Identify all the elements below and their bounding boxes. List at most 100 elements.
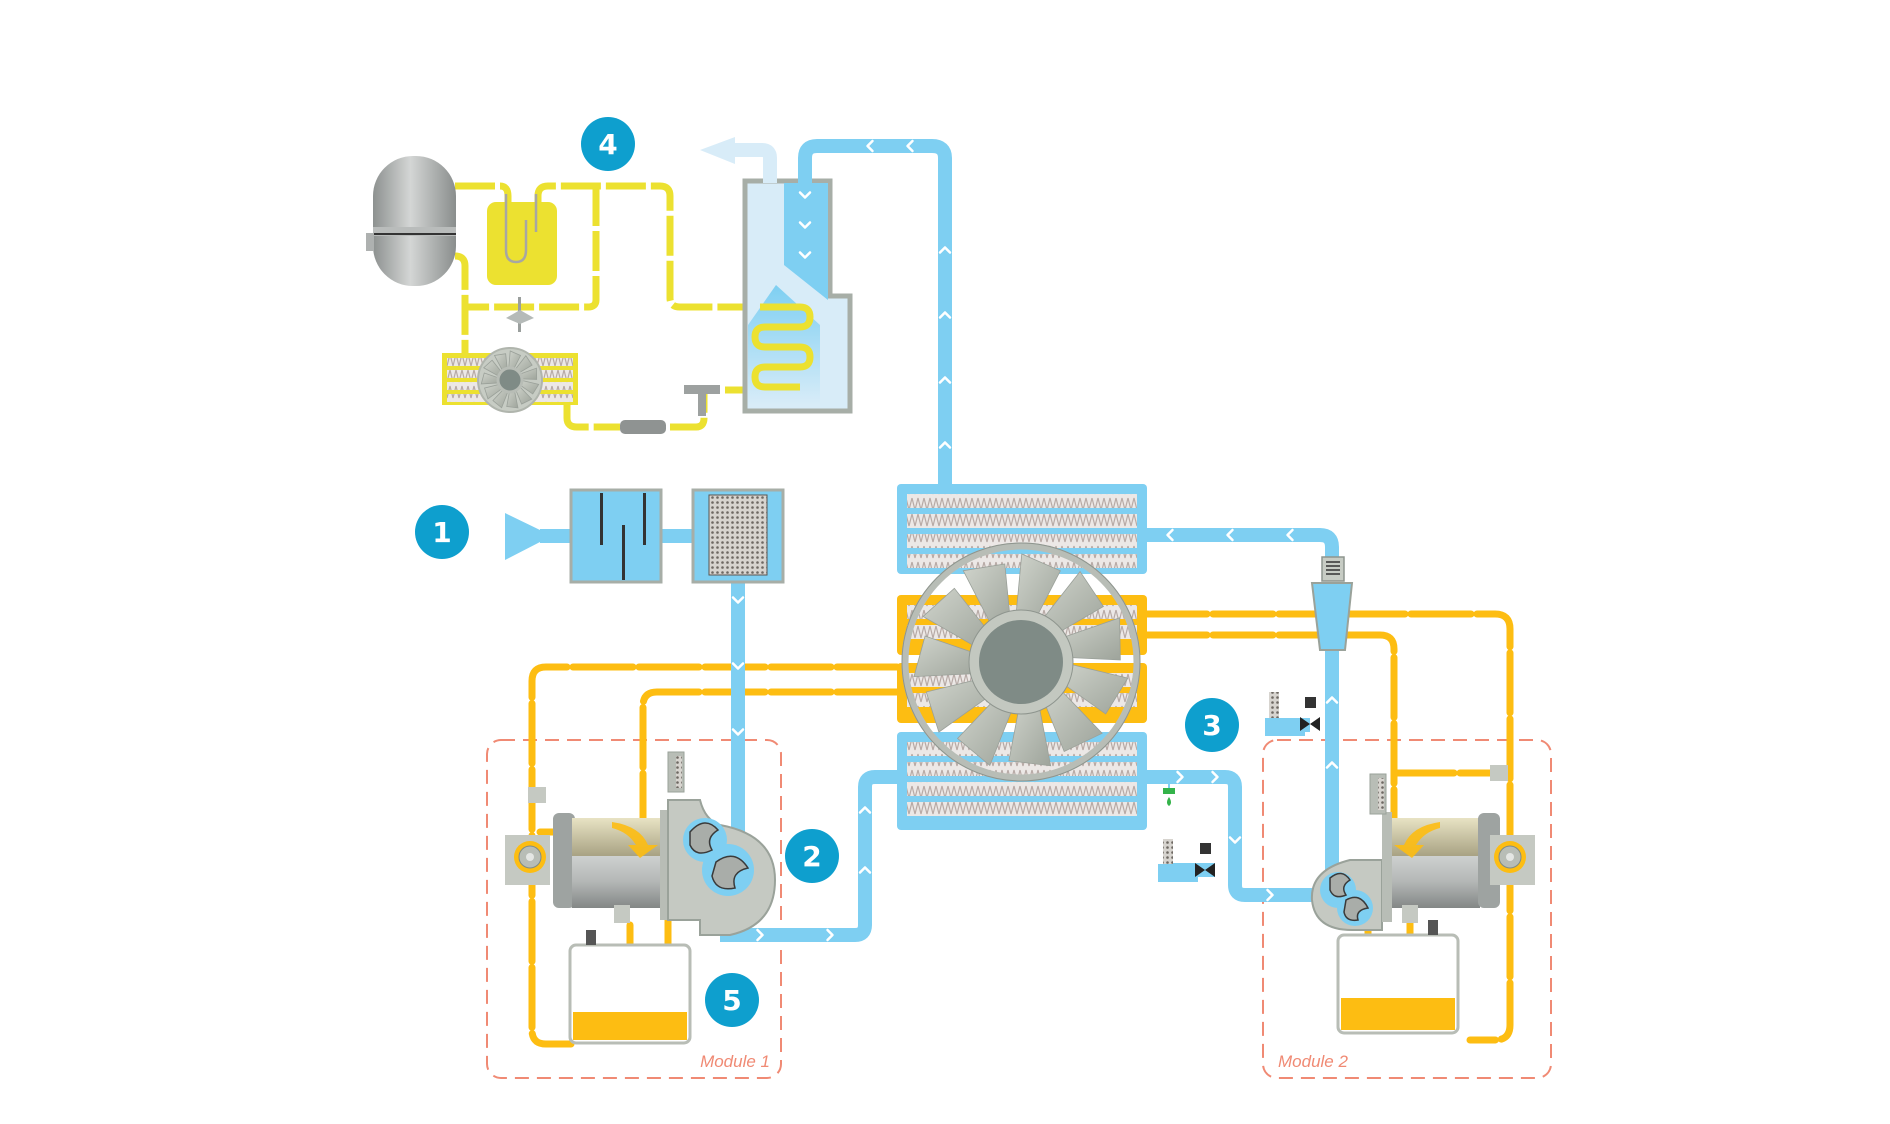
screw-rotor-icon [1329, 872, 1370, 922]
refrigerant-condenser [442, 347, 578, 413]
oil-line-m2-inner [1143, 631, 1398, 864]
oil-separator [1310, 556, 1354, 651]
droplet-icon [1167, 797, 1171, 806]
condenser-fan-icon [480, 350, 540, 409]
intake-bell [505, 513, 540, 560]
air-line-dryer-return [798, 139, 952, 484]
refrigerant-line-top [455, 182, 512, 212]
oil-line-m2-outer [1143, 610, 1514, 1044]
valve-icon [1300, 717, 1320, 731]
module-1-label: Module 1 [700, 1052, 770, 1071]
badge-2-label: 2 [802, 840, 821, 873]
sump-breather [586, 930, 596, 945]
flow-arrow-up [1325, 696, 1339, 704]
outlet-arrow-icon [700, 137, 735, 164]
receiver-body [373, 156, 456, 286]
badge-3-circle [1185, 698, 1239, 752]
badge-1-circle [415, 505, 469, 559]
module-1: Module 1 [486, 739, 782, 1079]
module-2: Module 2 [1262, 739, 1552, 1079]
separator-body [1310, 582, 1354, 651]
expansion-valve [684, 385, 720, 416]
drain-valve-1 [1265, 692, 1320, 736]
refrigerant-line-top2 [534, 182, 760, 311]
solenoid-icon [1200, 843, 1211, 854]
receiver-bracket [366, 233, 374, 251]
min-pressure-valve [528, 787, 546, 803]
badge-2: 2 [785, 829, 839, 883]
receiver-band [373, 227, 456, 236]
flow-arrow-up [938, 441, 952, 449]
intake-filter [691, 488, 785, 584]
badge-4-label: 4 [598, 128, 617, 161]
motor-end-cap [553, 813, 575, 908]
filter-drier [620, 420, 666, 434]
dryer-heat-exchanger [742, 178, 853, 414]
module-2-label: Module 2 [1278, 1052, 1348, 1071]
rotation-arrow-icon [1394, 822, 1440, 858]
oil-level-1 [573, 1012, 687, 1040]
oil-level-2 [1341, 998, 1455, 1030]
module-1-border [486, 739, 782, 1079]
air-line-cooler-m2 [1147, 770, 1320, 902]
flow-arrow-up [858, 806, 872, 814]
badge-5-circle [705, 973, 759, 1027]
badge-1: 1 [415, 505, 469, 559]
flow-arrow-right [1266, 888, 1274, 902]
badge-1-label: 1 [432, 516, 451, 549]
flow-arrow-down [798, 191, 812, 199]
flow-arrow-right [756, 928, 764, 942]
badge-3: 3 [1185, 698, 1239, 752]
flow-arrow-right [1211, 770, 1219, 784]
min-pressure-valve [1490, 765, 1508, 781]
flow-arrow-down [1228, 836, 1242, 844]
flow-arrow-down [731, 596, 745, 604]
refrigerant-lines [454, 182, 760, 431]
flow-arrow-down [731, 728, 745, 736]
valve-icon [1195, 863, 1215, 877]
screw-rotor-icon [689, 822, 750, 890]
badge-2-circle [785, 829, 839, 883]
refrigerant-line-bottom [563, 405, 620, 431]
air-line-cooler-sep [1147, 528, 1339, 570]
spring-icon [1326, 561, 1340, 575]
badge-4-circle [581, 117, 635, 171]
flow-arrow-up [938, 376, 952, 384]
flow-arrow-up [938, 246, 952, 254]
accumulator-body [487, 202, 557, 285]
flow-arrow-left [1286, 528, 1294, 542]
flow-arrow-right [826, 928, 834, 942]
flow-arrow-up [1325, 761, 1339, 769]
refrigerant-receiver [366, 156, 456, 286]
flow-arrow-left [1226, 528, 1234, 542]
solenoid-icon [1305, 697, 1316, 708]
air-line-m1-out [720, 770, 897, 942]
flow-arrow-left [1166, 528, 1174, 542]
fan-hub [979, 620, 1063, 704]
badge-5: 5 [705, 973, 759, 1027]
oil-line-m1-inner [639, 688, 901, 844]
rotation-arrow-icon [612, 822, 658, 858]
intake-silencer [569, 488, 663, 584]
refrigerant-valve [506, 297, 534, 332]
badge-5-label: 5 [722, 984, 741, 1017]
flow-arrow-down [798, 221, 812, 229]
flow-arrow-left [906, 139, 914, 153]
dried-air-outlet [700, 137, 777, 183]
flow-direction-arrows [731, 139, 1339, 942]
compressor-module-1 [505, 751, 777, 1045]
refrigerant-line-branch [465, 186, 600, 311]
flow-arrow-left [866, 139, 874, 153]
oil-drain-plug [614, 905, 630, 923]
refrigerant-line-left [454, 252, 469, 356]
flow-arrow-down [731, 662, 745, 670]
receiver-band-line [373, 233, 456, 235]
flow-arrow-up [858, 866, 872, 874]
flow-arrow-up [938, 311, 952, 319]
central-cooler [897, 484, 1147, 830]
compressor-module-2 [1310, 765, 1535, 1035]
refrigerant-line-bottom2 [670, 393, 708, 431]
condensate-drain-indicator [1163, 777, 1175, 806]
badge-3-label: 3 [1202, 709, 1221, 742]
